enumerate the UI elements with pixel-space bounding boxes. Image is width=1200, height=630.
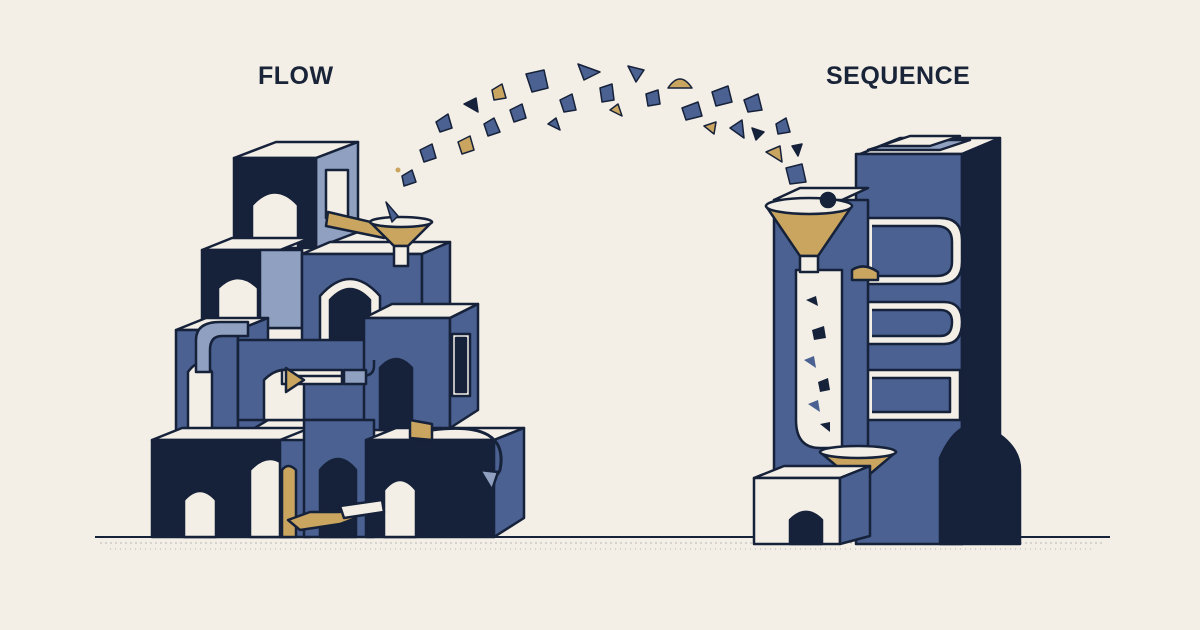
fragment-arc [385, 63, 807, 223]
sequence-structure [752, 134, 1022, 546]
sequence-label: SEQUENCE [826, 62, 971, 90]
flow-label: FLOW [258, 62, 334, 90]
flow-structure [150, 140, 526, 539]
